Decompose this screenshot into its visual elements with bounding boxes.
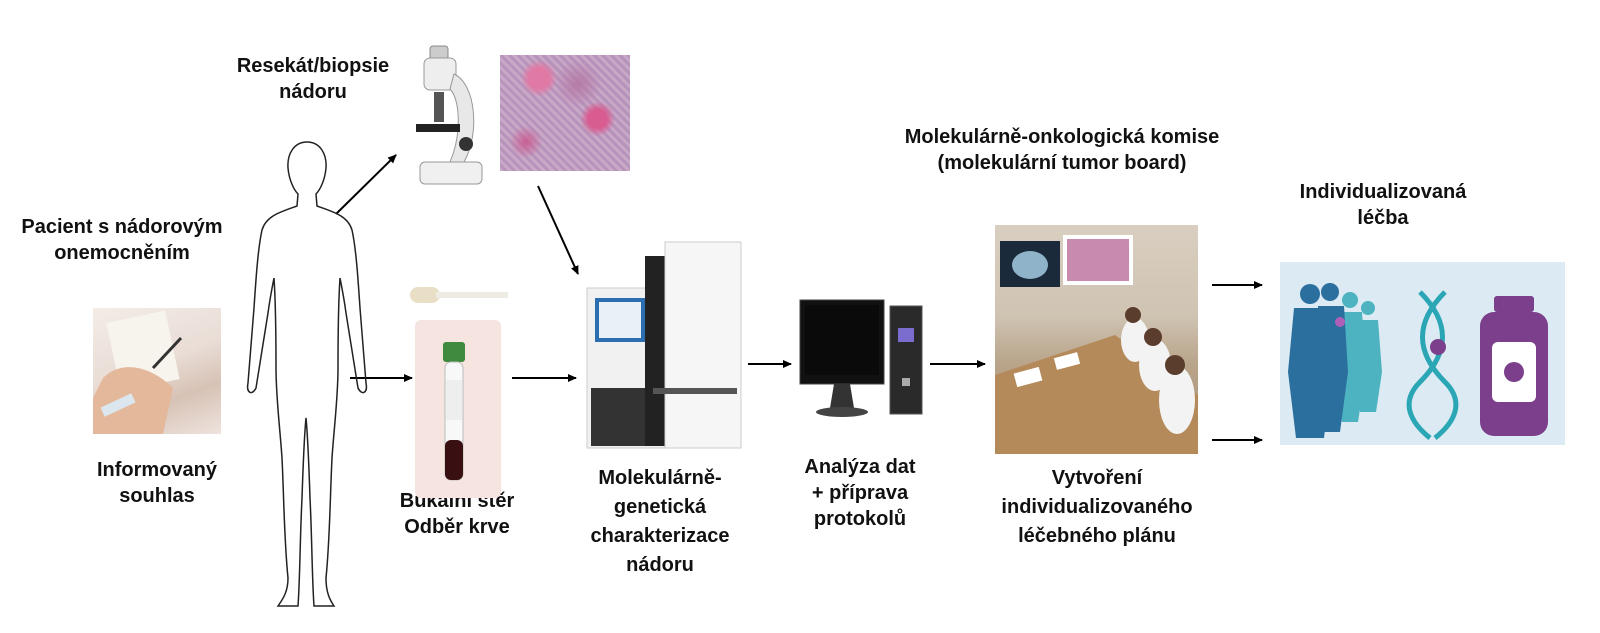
analysis-label: Analýza dat + příprava protokolů: [804, 454, 915, 532]
blood-tube-photo: [415, 320, 501, 498]
board-label: Molekulárně-onkologická komise (molekulá…: [905, 124, 1220, 176]
label-line: (molekulární tumor board): [937, 152, 1187, 174]
individualized-treatment-illustration: [1280, 262, 1565, 445]
tumor-board-meeting-photo: [995, 225, 1198, 454]
label-line: protokolů: [813, 508, 907, 530]
label-line: nádoru: [279, 81, 347, 103]
signing-hand-icon: [93, 310, 183, 434]
treatment-scene-icon: [1288, 283, 1548, 440]
label-line: Vytvoření: [1051, 467, 1143, 489]
label-line: Odběr krve: [404, 516, 510, 538]
consent-label: Informovaný souhlas: [97, 457, 217, 509]
human-silhouette-icon: [246, 141, 368, 607]
label-line: Molekulárně-onkologická komise: [904, 126, 1220, 148]
patient-label: Pacient s nádorovým onemocněním: [21, 214, 222, 266]
label-line: genetická: [613, 496, 707, 518]
informed-consent-photo: [93, 308, 221, 434]
label-line: onemocněním: [54, 242, 190, 264]
resection-label: Resekát/biopsie nádoru: [237, 53, 389, 105]
label-line: + příprava: [811, 482, 909, 504]
label-line: léčba: [1357, 207, 1409, 229]
histology-image: [500, 55, 630, 171]
label-line: Analýza dat: [804, 456, 916, 478]
label-line: Pacient s nádorovým: [21, 216, 223, 238]
sequencer-icon: [586, 241, 742, 449]
label-line: individualizovaného: [1001, 496, 1193, 518]
arrow-histology-to-sequencer: [537, 185, 579, 275]
label-line: Resekát/biopsie: [236, 55, 390, 77]
label-line: Molekulárně-: [598, 467, 722, 489]
microscope-icon: [416, 45, 483, 185]
meeting-scene-icon: [995, 235, 1198, 454]
buccal-swab-icon: [410, 287, 508, 303]
blood-tube-icon: [443, 342, 465, 481]
label-line: Informovaný: [96, 459, 218, 481]
label-line: Individualizovaná: [1299, 181, 1467, 203]
label-line: charakterizace: [590, 525, 730, 547]
label-line: nádoru: [626, 554, 694, 576]
plan-label: Vytvoření individualizovaného léčebného …: [1001, 464, 1192, 551]
characterization-label: Molekulárně- genetická charakterizace ná…: [591, 464, 730, 580]
label-line: souhlas: [119, 485, 195, 507]
treatment-label: Individualizovaná léčba: [1300, 179, 1467, 231]
computer-workstation-icon: [799, 299, 923, 417]
label-line: léčebného plánu: [1018, 525, 1176, 547]
arrow-body-to-biopsy: [335, 154, 397, 215]
